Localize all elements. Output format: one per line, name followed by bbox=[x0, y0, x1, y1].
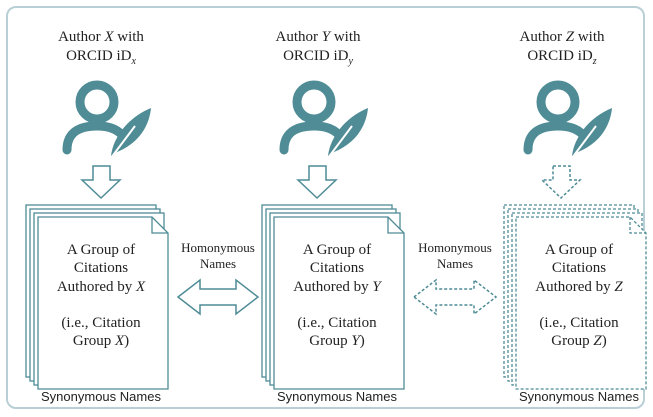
synonymous-label-y: Synonymous Names bbox=[277, 389, 397, 404]
homonymous-double-arrow bbox=[412, 278, 498, 316]
author-quill-icon bbox=[62, 80, 151, 159]
citation-group-document-stack bbox=[25, 204, 169, 390]
homonymous-double-arrow bbox=[176, 278, 260, 316]
synonymous-label-x: Synonymous Names bbox=[41, 389, 161, 404]
author-quill-icon bbox=[523, 80, 612, 159]
author-z-title: Author Z with ORCID iDz bbox=[519, 29, 605, 67]
citation-group-z-text: A Group of Citations Authored by Z (i.e.… bbox=[535, 242, 623, 350]
synonymous-label-z: Synonymous Names bbox=[519, 389, 639, 404]
citation-group-document-stack bbox=[261, 204, 405, 390]
down-arrow-icon bbox=[296, 165, 338, 200]
citation-group-document-stack bbox=[503, 204, 647, 390]
citation-group-x-text: A Group of Citations Authored by X (i.e.… bbox=[56, 242, 146, 350]
author-y-title: Author Y with ORCID iDy bbox=[275, 29, 361, 67]
citation-group-y-text: A Group of Citations Authored by Y (i.e.… bbox=[293, 242, 381, 350]
author-x-title: Author X with ORCID iDx bbox=[58, 29, 144, 67]
down-arrow-icon bbox=[540, 165, 582, 200]
down-arrow-icon bbox=[80, 165, 122, 200]
author-quill-icon bbox=[279, 80, 368, 159]
